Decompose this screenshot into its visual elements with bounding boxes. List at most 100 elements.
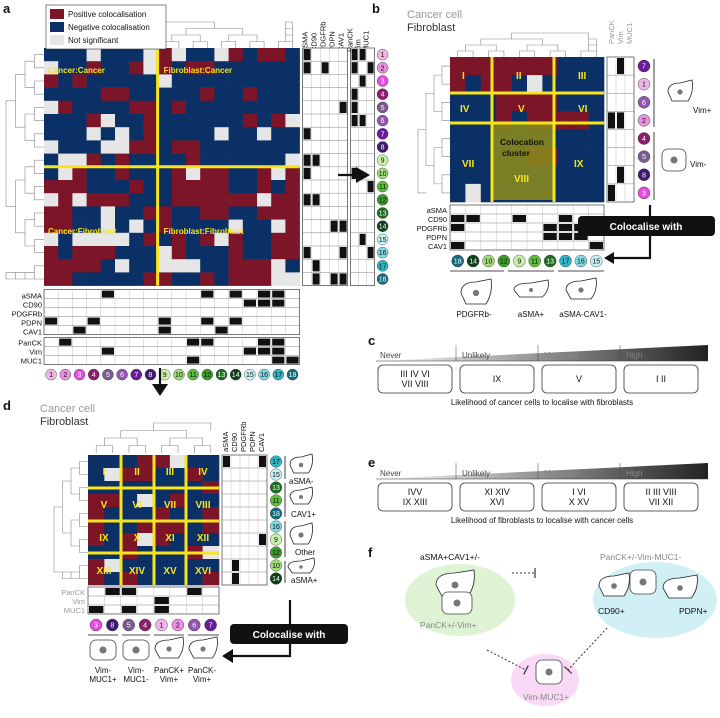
heatmap-a-cell (257, 259, 272, 273)
marker-grid-b-bottom-cell (451, 224, 465, 231)
marker-grid-a-bottom2-cell (272, 347, 285, 355)
cluster-number-a-right-circle (376, 273, 389, 285)
marker-grid-b-right-cell (617, 58, 624, 75)
cluster-number-a-right: 13 (379, 211, 387, 218)
cluster-number-a-bottom-circle (244, 368, 256, 381)
heatmap-a-cell (186, 127, 201, 141)
dendrogram-a-left (34, 80, 44, 95)
quadrant-label: Cancer:Fibroblast (48, 227, 117, 236)
heatmap-a-cell (58, 246, 73, 260)
cluster-number-d-right: 18 (272, 511, 280, 518)
marker-label: aSMA (301, 32, 310, 52)
dendrogram-a-left (5, 100, 16, 207)
heatmap-a-cell (86, 180, 102, 194)
heatmap-a-cell (100, 100, 116, 115)
marker-label: PDGFRb (12, 310, 42, 319)
scale-c-group-label: I II (656, 374, 666, 384)
heatmap-a-cell (171, 259, 187, 273)
marker-grid-a-right-cell (303, 194, 311, 206)
heatmap-a-cell (186, 180, 201, 194)
heatmap-a-cell (228, 206, 244, 220)
legend-swatch (50, 22, 64, 32)
cluster-number-b-right: 7 (642, 64, 646, 71)
heatmap-a-cell (200, 127, 215, 141)
heatmap-a-cell (115, 48, 130, 62)
region-label-d: VII (164, 500, 176, 511)
heatmap-a-cell (285, 100, 300, 115)
heatmap-d-cell (153, 494, 171, 508)
cluster-number-a-bottom: 11 (189, 372, 196, 379)
heatmap-a-cell (143, 114, 158, 128)
heatmap-a-cell (228, 166, 244, 181)
marker-grid-d-right-cell (223, 456, 230, 467)
heatmap-d-cell (153, 572, 171, 586)
heatmap-d-cell (169, 572, 187, 586)
cluster-number-a-bottom: 10 (175, 372, 183, 379)
heatmap-a-cell (228, 180, 244, 194)
heatmap-a-cell (214, 61, 229, 75)
heatmap-b-cell (480, 57, 497, 76)
marker-label: MUC1 (625, 23, 634, 44)
heatmap-a-cell (214, 153, 229, 168)
heatmap-a-cell (129, 61, 144, 75)
region-label-b: IX (574, 159, 584, 170)
marker-label: MUC1 (362, 31, 371, 52)
marker-grid-a-right-cell (312, 260, 320, 272)
colocalise-label-d: Colocalise with (253, 630, 326, 641)
heatmap-a-cell (115, 74, 130, 88)
heatmap-d-cell (88, 507, 105, 521)
cluster-number-b-bottom: 16 (577, 259, 585, 266)
marker-label: Vim (72, 597, 85, 606)
marker-grid-a-right-cell (303, 154, 311, 166)
heatmap-a-cell (214, 259, 229, 273)
heatmap-b-cell (527, 75, 543, 94)
cell-icon-vim-minus-nucleus (670, 156, 678, 164)
heatmap-a-cell (214, 48, 229, 62)
heatmap-a-cell (257, 193, 272, 207)
cluster-number-a-bottom-circle (201, 368, 214, 381)
heatmap-a-cell (86, 100, 102, 115)
group-label-d-right: Other (295, 548, 315, 557)
dendrogram-d-top (95, 445, 113, 453)
heatmap-a-cell (100, 153, 116, 168)
heatmap-d-cell (153, 533, 171, 547)
heatmap-a-cell (115, 153, 130, 168)
heatmap-a-cell (171, 272, 187, 286)
cluster-number-a-bottom: 16 (260, 372, 268, 379)
arrow-d-left-head (222, 649, 233, 663)
dendrogram-a-left (34, 159, 44, 174)
heatmap-d-cell (202, 572, 220, 586)
dendrogram-a-left (24, 113, 35, 141)
heatmap-a-cell (214, 140, 229, 154)
heatmap-b-cell (542, 93, 559, 112)
scale-c-level: High (626, 351, 642, 360)
cluster-number-b-right: 1 (642, 82, 646, 89)
heatmap-d-cell (153, 468, 171, 482)
cluster-number-a-bottom-circle (187, 368, 199, 381)
cell-icon-f-vim-muc1-nucleus (545, 668, 553, 676)
marker-grid-a-right-cell (303, 49, 311, 61)
heatmap-a-cell (214, 206, 229, 220)
marker-grid-b-bottom-cell (543, 233, 557, 240)
heatmap-a-cell (157, 272, 173, 286)
cluster-number-a-right: 5 (381, 105, 385, 112)
marker-grid-a-bottom2-cell (187, 356, 200, 364)
cluster-number-b-bottom: 15 (592, 259, 600, 266)
cluster-number-b-right-circle (637, 150, 651, 163)
heatmap-a-cell (285, 232, 300, 247)
dendrogram-b-left (433, 74, 442, 112)
cluster-number-d-right-circle (270, 468, 283, 481)
heatmap-a-cell (72, 272, 87, 286)
scale-e-level: Unlikely (462, 469, 490, 478)
heatmap-a-cell (214, 193, 229, 207)
heatmap-a-cell (86, 114, 102, 128)
heatmap-a-cell (143, 61, 158, 75)
heatmap-d-cell (186, 494, 203, 508)
heatmap-a-cell (115, 114, 130, 128)
cluster-number-a-right: 3 (381, 79, 385, 86)
dendrogram-a-left (34, 186, 44, 201)
heatmap-a-cell (242, 259, 258, 273)
cell-icon-f-fibro-nucleus (451, 581, 459, 589)
cluster-number-b-right: 4 (642, 136, 646, 143)
label-cd90: CD90+ (598, 606, 625, 616)
